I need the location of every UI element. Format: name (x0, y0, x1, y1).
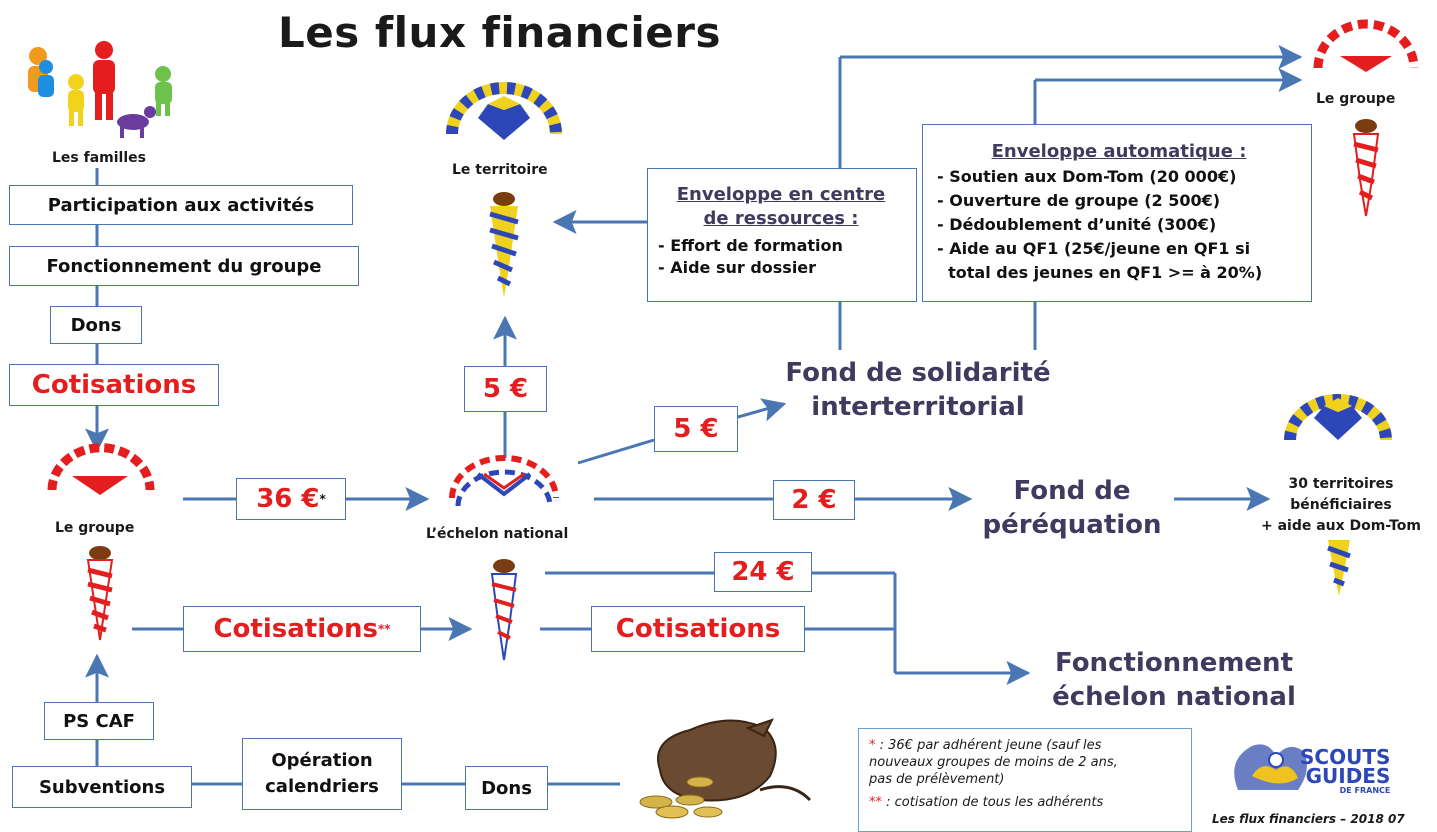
fond-solidarite-line1: Fond de solidarité (785, 358, 1051, 388)
fond-perequation-line2: péréquation (982, 510, 1162, 540)
cotisations-source-box: Cotisations (9, 364, 219, 406)
groupe-right-scarf (1313, 19, 1419, 217)
sgdf-logo: SCOUTS GUIDES DE FRANCE (1300, 745, 1391, 796)
enveloppe-automatique-item: - Dédoublement d’unité (300€) (937, 215, 1217, 234)
amount-5-up-box: 5 € (464, 366, 547, 412)
dons-bottom-label: Dons (481, 777, 532, 799)
beneficiaires-line2: bénéficiaires (1290, 497, 1392, 513)
operation-line1: Opération (271, 750, 373, 771)
note1-line3: pas de prélèvement) (869, 772, 1005, 787)
logo-line1: SCOUTS (1300, 745, 1391, 769)
sgdf-logo-emblem (1234, 744, 1307, 790)
families-illustration (28, 41, 172, 138)
amount-5-diag-box: 5 € (654, 406, 738, 452)
beneficiaires: 30 territoires bénéficiaires + aide aux … (1246, 474, 1436, 537)
enveloppe-automatique-item: total des jeunes en QF1 >= à 20%) (937, 263, 1263, 282)
fonctionnement-national-line2: échelon national (1052, 682, 1296, 712)
amount-36-box: 36 €* (236, 478, 346, 520)
enveloppe-automatique-title: Enveloppe automatique : (991, 141, 1247, 162)
amount-36-mark: * (319, 492, 326, 506)
operation-calendriers-box: Opération calendriers (242, 738, 402, 810)
ps-caf-box: PS CAF (44, 702, 154, 740)
fonctionnement-box: Fonctionnement du groupe (9, 246, 359, 286)
dons-label: Dons (70, 314, 122, 336)
groupe-right-label: Le groupe (1316, 91, 1396, 107)
amount-36: 36 € (256, 484, 320, 514)
national-label: L’échelon national (426, 526, 569, 542)
amount-2-box: 2 € (773, 480, 855, 520)
enveloppe-centre-title-2: de ressources : (703, 208, 859, 229)
enveloppe-centre-box: Enveloppe en centre de ressources : - Ef… (647, 168, 917, 302)
beneficiaires-line3: + aide aux Dom-Tom (1260, 518, 1422, 534)
note1-line1: : 36€ par adhérent jeune (sauf les (875, 738, 1102, 753)
groupe-left-scarf (47, 443, 155, 641)
participation-box: Participation aux activités (9, 185, 353, 225)
territoire-label: Le territoire (452, 162, 548, 178)
fond-perequation: Fond de péréquation (972, 474, 1172, 542)
note1-mark: * (869, 738, 876, 753)
note2-text: : cotisation de tous les adhérents (882, 795, 1104, 810)
fonctionnement-national-line1: Fonctionnement (1054, 648, 1293, 678)
cotisations-source-label: Cotisations (31, 370, 197, 400)
operation-line2: calendriers (265, 776, 379, 797)
amount-2: 2 € (791, 485, 837, 515)
ps-caf-label: PS CAF (63, 710, 135, 732)
dons-bottom-box: Dons (465, 766, 548, 810)
money-bag-illustration (639, 718, 812, 819)
note2-mark: ** (869, 795, 882, 810)
enveloppe-automatique-item: - Aide au QF1 (25€/jeune en QF1 si (937, 239, 1251, 258)
enveloppe-centre-title-1: Enveloppe en centre (676, 184, 886, 205)
subventions-label: Subventions (38, 776, 166, 798)
fond-perequation-line1: Fond de (1013, 476, 1131, 506)
footer: Les flux financiers – 2018 07 (1212, 812, 1405, 826)
families-label: Les familles (52, 150, 146, 166)
note1-line2: nouveaux groupes de moins de 2 ans, (869, 755, 1118, 770)
national-scarf (449, 455, 559, 661)
page-title: Les flux financiers (278, 8, 721, 57)
participation-label: Participation aux activités (47, 194, 315, 216)
enveloppe-centre-item: - Effort de formation (658, 236, 843, 255)
enveloppe-automatique-item: - Soutien aux Dom-Tom (20 000€) (937, 167, 1237, 186)
beneficiaires-line1: 30 territoires (1288, 476, 1394, 492)
dons-box: Dons (50, 306, 142, 344)
logo-line3: DE FRANCE (1339, 786, 1391, 795)
territoire-scarf (446, 82, 562, 298)
cotisations-right: Cotisations (615, 614, 781, 644)
enveloppe-centre-item: - Aide sur dossier (658, 258, 817, 277)
fonctionnement-label: Fonctionnement du groupe (46, 255, 322, 277)
cotisations-right-box: Cotisations (591, 606, 805, 652)
subventions-box: Subventions (12, 766, 192, 808)
groupe-left-label: Le groupe (55, 520, 135, 536)
cotisations-marked-box: Cotisations** (183, 606, 421, 652)
cotisations-marked: Cotisations (213, 614, 378, 644)
amount-5-diag: 5 € (673, 414, 719, 444)
cotisations-marked-mark: ** (377, 622, 391, 636)
fond-solidarite: Fond de solidarité interterritorial (778, 356, 1058, 424)
notes-box: * : 36€ par adhérent jeune (sauf les nou… (858, 728, 1192, 832)
amount-24-box: 24 € (714, 552, 812, 592)
fonctionnement-national: Fonctionnement échelon national (1032, 646, 1316, 714)
fond-solidarite-line2: interterritorial (811, 392, 1025, 422)
enveloppe-automatique-box: Enveloppe automatique : - Soutien aux Do… (922, 124, 1312, 302)
amount-24: 24 € (731, 557, 795, 587)
logo-line2: GUIDES (1305, 764, 1391, 788)
enveloppe-automatique-item: - Ouverture de groupe (2 500€) (937, 191, 1221, 210)
territoires-scarf (1284, 394, 1392, 596)
amount-5-up: 5 € (482, 374, 529, 404)
